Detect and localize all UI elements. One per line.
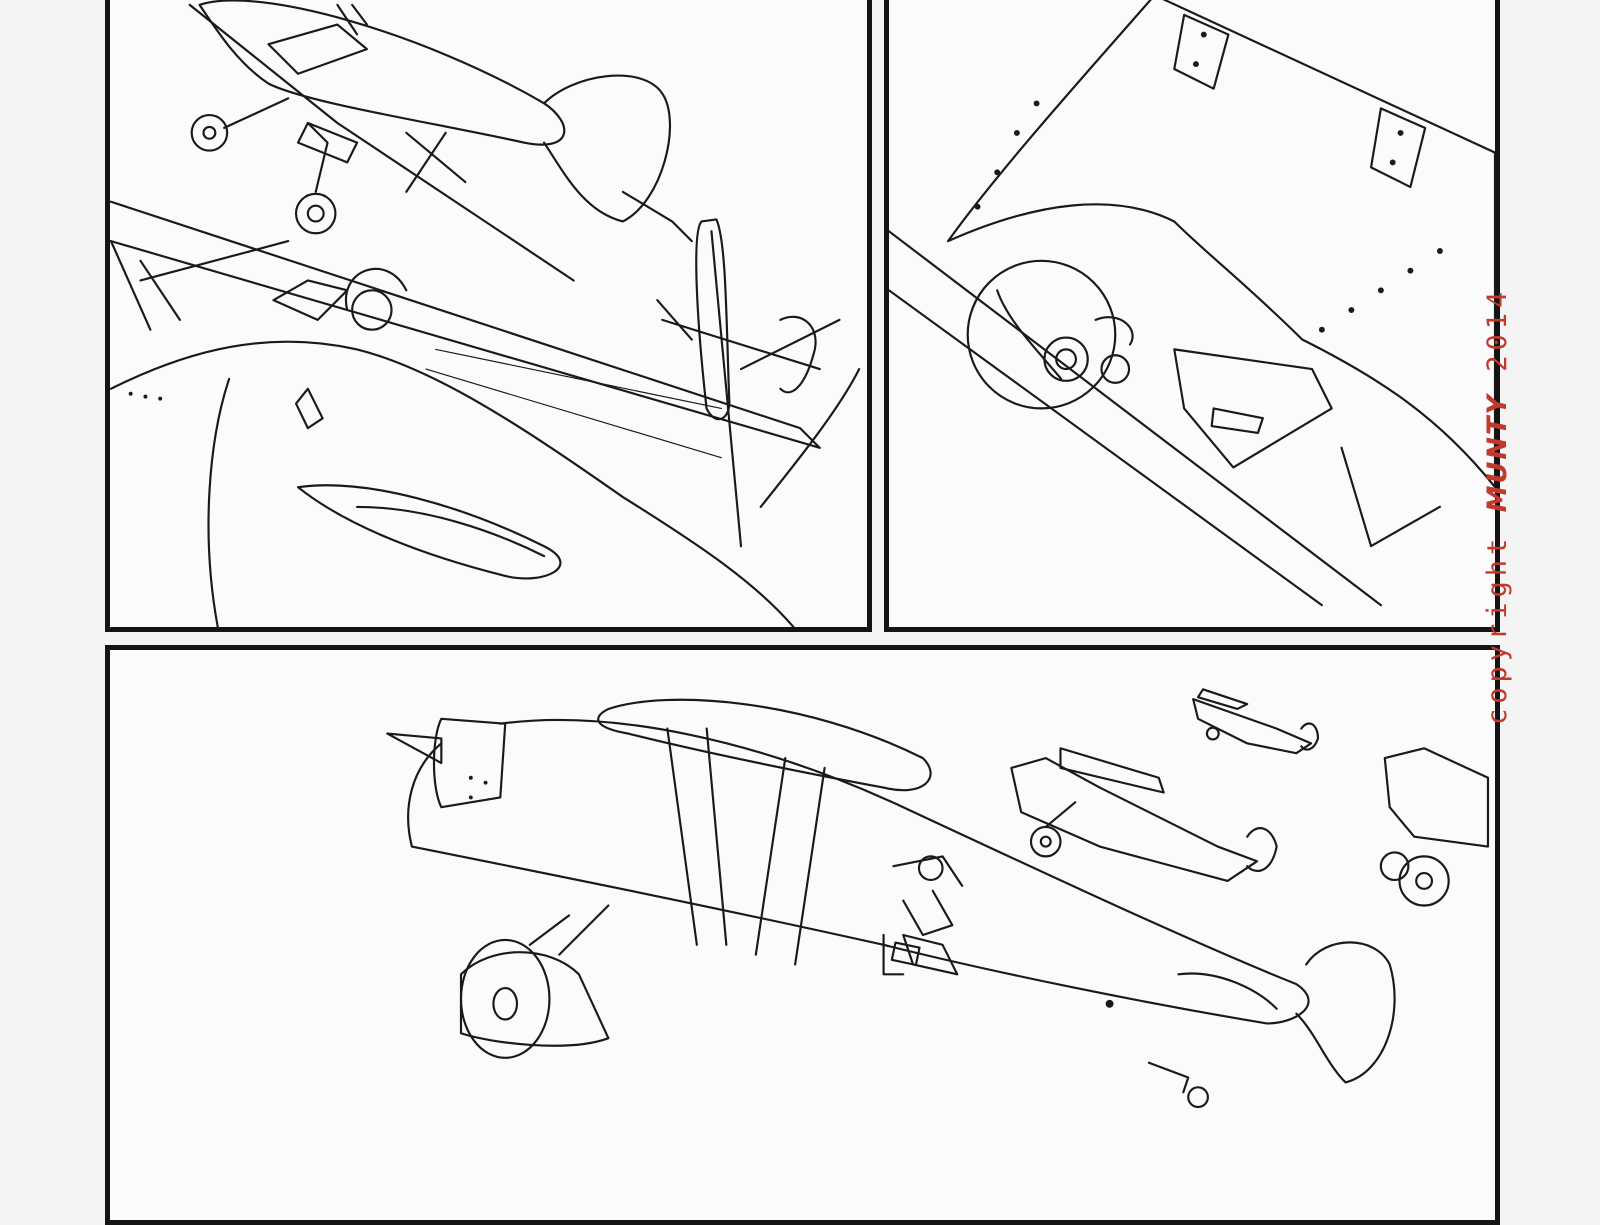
lead-biplane-drawing [386,698,1396,1109]
panel-2-artwork [889,0,1495,607]
pilot-head-drawing [966,259,1134,410]
copyright-watermark: copyright MUNTY 2014 [1482,287,1513,725]
wing-underside-drawing [946,0,1495,489]
artist-signature: MUNTY [1482,393,1513,513]
upper-biplane-drawing [188,0,693,282]
cockpit-frame-drawing [889,230,1441,607]
background-biplane-2-drawing [1192,688,1320,755]
copyright-year: 2014 [1482,286,1513,372]
comic-panel-1 [105,0,872,632]
background-biplane-1-drawing [1010,747,1278,883]
comic-panel-2 [884,0,1500,632]
copyright-word: copyright [1482,533,1513,725]
panel-3-artwork [386,688,1490,1109]
comic-panel-3 [105,645,1500,1225]
foreground-biplane-drawing [110,200,861,627]
background-biplane-3-drawing [1379,747,1490,907]
distant-biplane-drawing [656,218,821,421]
panel-1-artwork [110,0,861,627]
